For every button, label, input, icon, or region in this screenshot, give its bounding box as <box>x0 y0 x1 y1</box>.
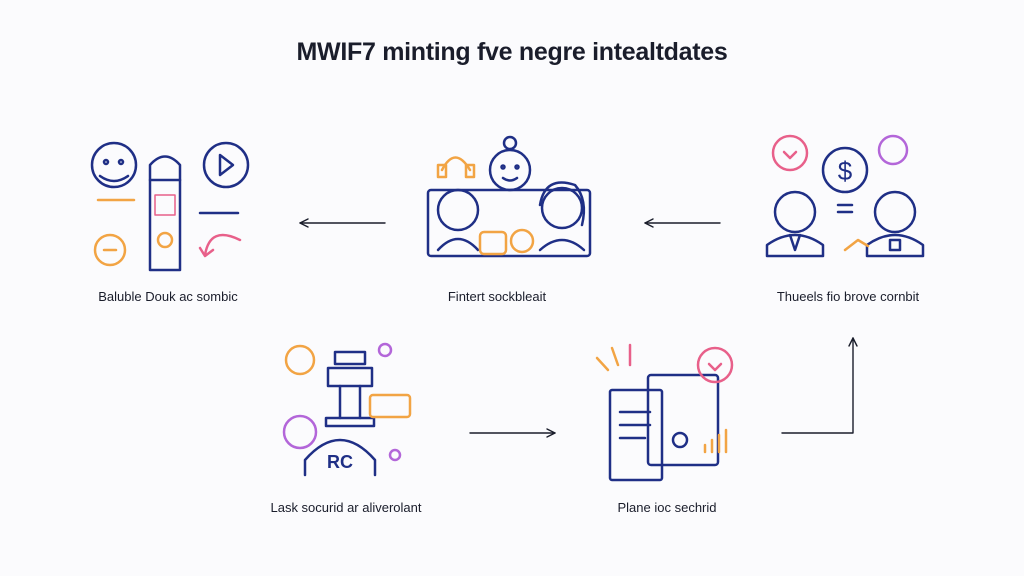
top-middle-icon-group <box>426 135 592 258</box>
sparkle-icon <box>377 342 402 462</box>
ticket-icon <box>368 393 412 419</box>
top-left-icon-group <box>90 141 250 272</box>
node-label-top-right: Thueels fio brove cornbit <box>776 289 920 304</box>
woman-face-icon <box>538 181 586 252</box>
alert-rays-icon <box>595 343 632 372</box>
person-face-icon <box>488 135 532 192</box>
server-tower-icon <box>324 350 376 428</box>
node-label-top-left: Baluble Douk ac sombic <box>98 289 238 304</box>
svg-text:RC: RC <box>327 452 353 472</box>
node-label-top-middle: Fintert sockbleait <box>447 289 547 304</box>
growth-chart-icon <box>843 238 870 252</box>
diagram-title: MWIF7 minting fve negre intealtdates <box>296 38 728 66</box>
lock-badge-icon <box>282 414 318 450</box>
coin-badge-icon <box>284 344 316 376</box>
svg-text:$: $ <box>838 156 853 186</box>
play-icon <box>198 141 250 215</box>
phone-tube-icon <box>148 155 182 272</box>
arrow-bottomright-to-topright <box>781 337 858 434</box>
dome-rc-icon: RC <box>303 438 377 477</box>
heart-badge-icon <box>771 134 809 172</box>
businessman-right-icon <box>865 190 925 258</box>
magnifier-icon <box>671 431 689 449</box>
node-label-bottom-right: Plane ioc sechrid <box>617 500 717 515</box>
badge-icons <box>478 228 535 256</box>
node-label-bottom-left: Lask socurid ar aliverolant <box>270 500 422 515</box>
bar-chart-icon <box>703 428 728 454</box>
bottom-right-icon-group <box>595 343 734 482</box>
frame-icon <box>426 188 592 258</box>
businessman-left-icon <box>765 190 825 258</box>
coin-icon <box>93 233 127 267</box>
dollar-chat-icon: $ <box>821 146 869 194</box>
document-stack-icon <box>608 373 720 482</box>
top-right-icon-group: $ <box>765 134 925 258</box>
bottom-left-icon-group: RC <box>282 342 412 477</box>
animal-face-icon <box>90 141 138 202</box>
heart-badge-icon <box>696 346 734 384</box>
agent-headset-icon <box>436 188 480 252</box>
shield-badge-icon <box>877 134 909 166</box>
refresh-arrow-icon <box>198 233 242 258</box>
headphones-icon <box>436 156 476 179</box>
